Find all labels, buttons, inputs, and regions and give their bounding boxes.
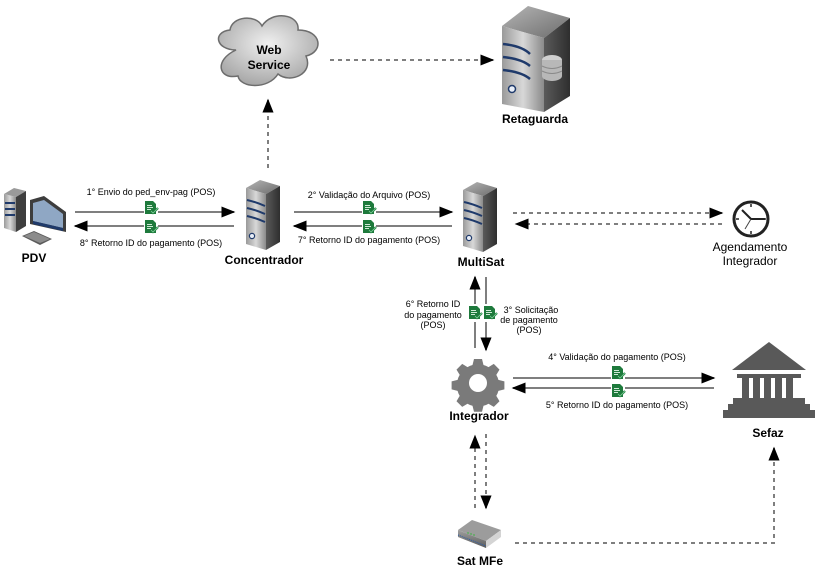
label-step4: 4° Validação do pagamento (POS)	[548, 352, 686, 362]
arrow-satmfe-sefaz	[515, 446, 780, 544]
node-label-webservice-line1: Web	[256, 43, 281, 57]
node-label-satmfe: Sat MFe	[457, 554, 503, 568]
label-step6-line3: (POS)	[420, 320, 445, 330]
node-multisat[interactable]: MultiSat	[458, 181, 505, 269]
node-retaguarda[interactable]: Retaguarda	[502, 6, 570, 126]
node-label-concentrador: Concentrador	[225, 253, 304, 267]
node-integrador[interactable]: Integrador	[449, 359, 509, 423]
label-step3-line3: (POS)	[516, 325, 541, 335]
label-step6-line2: do pagamento	[404, 310, 462, 320]
node-agendamento[interactable]: Agendamento Integrador	[713, 200, 788, 268]
edge-multisat-integrador: 6° Retorno ID do pagamento (POS) 3° Soli…	[404, 275, 559, 352]
label-step6-line1: 6° Retorno ID	[406, 299, 461, 309]
router-device-icon	[457, 520, 501, 548]
government-building-icon	[723, 342, 815, 418]
label-step5: 5° Retorno ID do pagamento (POS)	[546, 400, 688, 410]
node-label-pdv: PDV	[22, 251, 47, 265]
label-step1: 1° Envio do ped_env-pag (POS)	[87, 187, 216, 197]
gear-icon	[451, 359, 505, 412]
clock-icon	[732, 200, 770, 238]
edge-integrador-sefaz: 4° Validação do pagamento (POS) 5° Retor…	[511, 352, 716, 410]
edge-pdv-concentrador: 1° Envio do ped_env-pag (POS) 8° Retorno…	[73, 187, 236, 248]
server-icon	[245, 179, 281, 251]
node-label-webservice-line2: Service	[248, 58, 291, 72]
edge-concentrador-multisat: 2° Validação do Arquivo (POS) 7° Retorno…	[292, 190, 454, 245]
desktop-computer-icon	[4, 188, 66, 245]
node-label-agendamento-line2: Integrador	[723, 254, 778, 268]
label-step2: 2° Validação do Arquivo (POS)	[308, 190, 431, 200]
node-label-sefaz: Sefaz	[752, 426, 783, 440]
label-step8: 8° Retorno ID do pagamento (POS)	[80, 238, 222, 248]
cloud-icon	[217, 15, 319, 87]
node-webservice[interactable]: Web Service	[217, 15, 319, 87]
label-step3-line2: de pagamento	[500, 315, 558, 325]
label-step7: 7° Retorno ID do pagamento (POS)	[298, 235, 440, 245]
database-server-icon	[502, 6, 570, 112]
node-satmfe[interactable]: Sat MFe	[457, 520, 503, 568]
node-sefaz[interactable]: Sefaz	[723, 342, 815, 440]
label-step3-line1: 3° Solicitação	[504, 305, 559, 315]
node-concentrador[interactable]: Concentrador	[225, 179, 304, 267]
node-label-retaguarda: Retaguarda	[502, 112, 568, 126]
node-label-agendamento-line1: Agendamento	[713, 240, 788, 254]
node-label-multisat: MultiSat	[458, 255, 505, 269]
node-pdv[interactable]: PDV	[4, 188, 66, 265]
node-label-integrador: Integrador	[449, 409, 509, 423]
server-icon	[462, 181, 498, 253]
